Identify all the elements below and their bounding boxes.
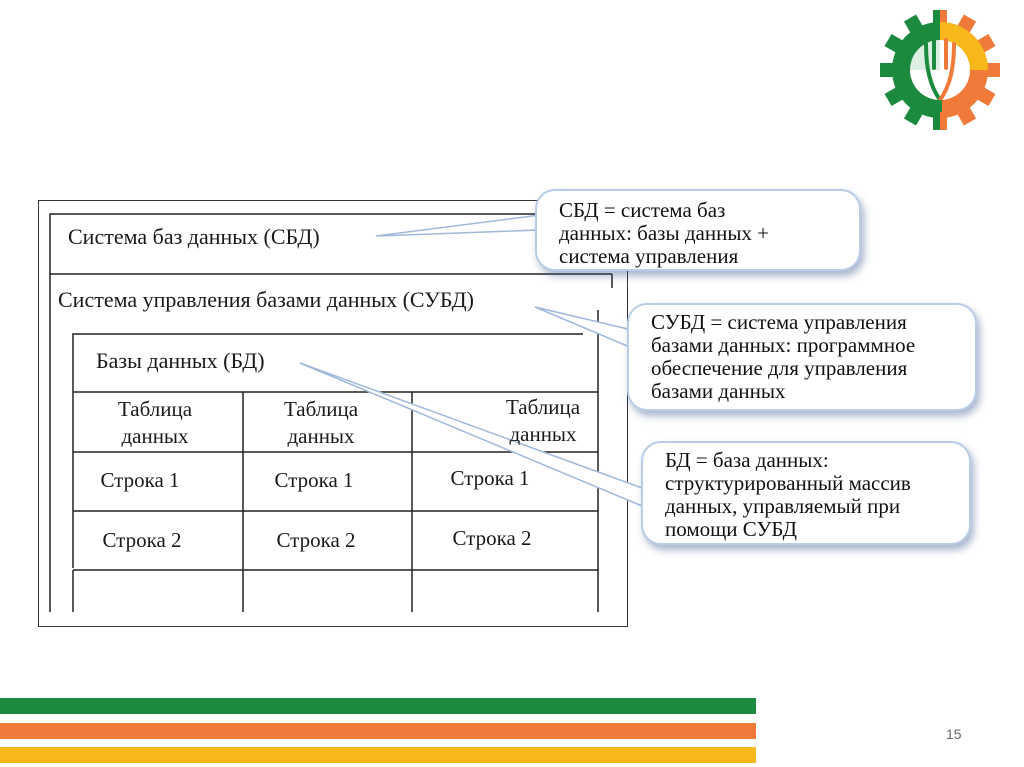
row-2-cell-2: Строка 2 <box>276 528 356 552</box>
table-header-1: Таблица данных <box>117 397 193 448</box>
page-number: 15 <box>946 726 962 742</box>
sbd-label: Система баз данных (СБД) <box>68 224 320 249</box>
footer-stripe-yellow <box>0 747 756 763</box>
table-header-3: Таблица данных <box>505 395 581 446</box>
row-2-cell-1: Строка 2 <box>102 528 182 552</box>
footer-stripe-orange <box>0 723 756 739</box>
row-2-cell-3: Строка 2 <box>452 526 532 550</box>
subd-label: Система управления базами данных (СУБД) <box>58 287 474 312</box>
callout-bd: БД = база данных: структурированный масс… <box>641 441 971 545</box>
footer-stripe-green <box>0 698 756 714</box>
callout-subd: СУБД = система управления базами данных:… <box>627 303 977 411</box>
table-header-2: Таблица данных <box>283 397 359 448</box>
callout-sbd: СБД = система баз данных: базы данных + … <box>535 189 861 271</box>
row-1-cell-1: Строка 1 <box>100 468 180 492</box>
row-1-cell-2: Строка 1 <box>274 468 354 492</box>
row-1-cell-3: Строка 1 <box>450 466 530 490</box>
diagram-frame <box>38 200 628 627</box>
bd-label: Базы данных (БД) <box>96 348 265 373</box>
gear-wheat-logo-icon <box>880 10 1000 130</box>
